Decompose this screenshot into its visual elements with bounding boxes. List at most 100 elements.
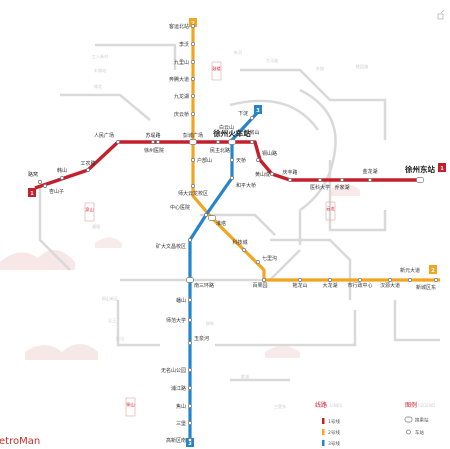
station-marker[interactable] — [358, 278, 362, 282]
station-marker[interactable] — [340, 178, 344, 182]
station-marker[interactable] — [38, 180, 42, 184]
line3-badge-north: 3 — [256, 108, 260, 114]
station-marker[interactable] — [191, 77, 195, 81]
station-marker[interactable] — [236, 130, 240, 134]
station-marker[interactable] — [60, 176, 64, 180]
station-label-sanjian: 三堡 — [176, 420, 186, 427]
station-marker[interactable] — [191, 94, 195, 98]
planned-station-label: 桃园路 — [356, 63, 369, 70]
transfer-station-marker[interactable] — [189, 139, 197, 145]
station-marker[interactable] — [188, 404, 192, 408]
planned-station-label: 拾屯 — [116, 335, 125, 342]
line1-badge-west: 1 — [30, 191, 34, 197]
station-marker[interactable] — [288, 178, 292, 182]
transfer-station-marker[interactable] — [228, 139, 236, 145]
station-marker[interactable] — [86, 168, 90, 172]
line-2-track — [191, 22, 440, 282]
station-marker[interactable] — [188, 238, 192, 242]
station-marker[interactable] — [204, 213, 208, 217]
station-label-hepingdaqiao: 和平大桥 — [236, 182, 256, 189]
transfer-station-marker[interactable] — [208, 215, 216, 221]
line-3-track — [188, 110, 260, 446]
station-marker[interactable] — [328, 278, 332, 282]
station-label-xuzhou_station: 徐州火车站 — [212, 128, 251, 138]
station-marker[interactable] — [298, 278, 302, 282]
station-label-jiulongqiao: 九龙湖 — [174, 93, 189, 100]
station-marker[interactable] — [368, 178, 372, 182]
station-marker[interactable] — [256, 260, 260, 264]
share-icon[interactable] — [437, 9, 445, 20]
station-label-panshan: 蟠山 — [176, 297, 186, 304]
planned-station-label: 潘塘 — [92, 223, 100, 230]
station-label-baiyunshan: 白云山 — [219, 124, 234, 131]
station-label-tuolongshan: 拖龙山 — [292, 282, 307, 289]
station-marker[interactable] — [191, 184, 195, 188]
station-marker[interactable] — [188, 421, 192, 425]
station-marker[interactable] — [408, 278, 412, 282]
station-label-xinchengqu: 新城区东 — [416, 284, 436, 291]
station-marker[interactable] — [43, 184, 47, 188]
area-box-c: 云龙 — [326, 205, 335, 212]
station-label-lipu: 李沃 — [179, 41, 189, 48]
legend-line1: 1号线 — [328, 418, 340, 425]
station-marker[interactable] — [191, 42, 195, 46]
station-label-xiashi: 淮塔 — [216, 220, 226, 227]
station-label-kezhanbei: 客运北站 — [169, 23, 189, 30]
planned-station-label: 城北 — [94, 83, 103, 90]
legend-icons-title: 图例 — [405, 401, 417, 409]
legend-icons-title-en: LEGEND — [418, 403, 435, 408]
station-marker[interactable] — [188, 386, 192, 390]
station-marker[interactable] — [230, 158, 234, 162]
station-label-huangshanlong: 黄山垅 — [255, 171, 270, 178]
station-label-baiguoyuan: 百果园 — [252, 283, 267, 289]
station-marker[interactable] — [191, 24, 195, 28]
station-marker[interactable] — [156, 140, 160, 144]
station-marker[interactable] — [116, 140, 120, 144]
station-label-gongnonglu: 工农路 — [80, 160, 95, 167]
station-marker[interactable] — [188, 438, 192, 442]
station-label-shida: 师大云龙校区 — [178, 190, 208, 197]
station-marker[interactable] — [270, 172, 274, 176]
station-label-luwo: 路窝 — [28, 171, 38, 178]
station-marker[interactable] — [318, 178, 322, 182]
station-marker[interactable] — [388, 278, 392, 282]
station-marker[interactable] — [256, 158, 260, 162]
planned-station-label: 工人新村 — [92, 53, 110, 60]
area-box-b: 泉山 — [85, 206, 93, 213]
station-marker[interactable] — [188, 368, 192, 372]
station-marker[interactable] — [250, 140, 254, 144]
legend-lines-title-en: LINES — [330, 403, 342, 408]
planned-station-label: 汉王 — [108, 317, 116, 324]
brand-logo: etroMan — [0, 436, 40, 447]
station-label-xuzhoudong: 徐州东站 — [404, 164, 435, 174]
station-label-hanyuan: 汉源大道 — [380, 282, 400, 289]
station-marker[interactable] — [262, 278, 266, 282]
station-label-gaoxinqu: 高新区南 — [166, 437, 186, 444]
station-marker[interactable] — [216, 140, 220, 144]
station-marker[interactable] — [230, 176, 234, 180]
line-badges: 1 1 2 2 3 3 — [28, 18, 446, 447]
station-label-wuyishan: 无名山公园 — [161, 367, 186, 374]
station-label-yanshan: 焦山 — [176, 403, 186, 410]
station-marker[interactable] — [188, 298, 192, 302]
legend-transfer: 换乘站 — [415, 417, 429, 424]
station-marker[interactable] — [188, 341, 192, 345]
station-marker[interactable] — [434, 278, 438, 282]
station-label-tianqiao: 天桥 — [236, 157, 246, 164]
station-marker[interactable] — [151, 140, 155, 144]
transfer-station-marker[interactable] — [186, 277, 194, 283]
station-label-jinlonghu: 金龙湖 — [362, 168, 377, 175]
station-label-qilishan: 七里沟 — [262, 255, 277, 262]
station-marker[interactable] — [188, 318, 192, 322]
station-marker[interactable] — [191, 158, 195, 162]
station-marker[interactable] — [250, 116, 254, 120]
legend-line3: 3号线 — [328, 440, 340, 447]
planned-station-label: 柳新 — [206, 320, 214, 327]
station-label-hukoulu: 户部山 — [197, 157, 212, 164]
transfer-station-marker[interactable] — [416, 177, 424, 183]
station-marker[interactable] — [191, 112, 195, 116]
station-marker[interactable] — [191, 60, 195, 64]
station-label-dalonghu: 大龙湖 — [322, 282, 337, 289]
legend: 线路 LINES 1号线 2号线 3号线 图例 LEGEND 换乘站 车站 — [315, 401, 435, 447]
station-marker[interactable] — [242, 248, 246, 252]
